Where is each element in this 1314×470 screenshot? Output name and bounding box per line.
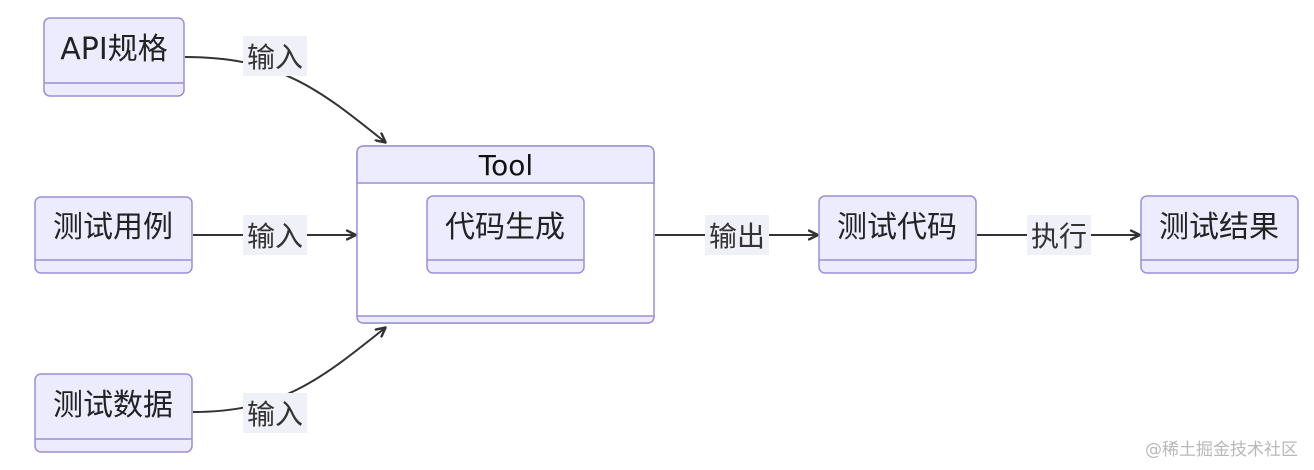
node-tool-title: Tool — [478, 149, 533, 182]
edge-label-output-text: 输出 — [709, 220, 765, 253]
edge-label-execute: 执行 — [1027, 215, 1091, 255]
node-test-case-label: 测试用例 — [53, 210, 173, 245]
edge-data-to-tool — [192, 328, 385, 413]
edge-label-data: 输入 — [243, 393, 307, 433]
edge-label-case-text: 输入 — [247, 220, 303, 253]
node-test-data-label: 测试数据 — [53, 388, 173, 423]
edge-label-case: 输入 — [243, 215, 307, 255]
edge-label-execute-text: 执行 — [1031, 220, 1087, 253]
edge-label-data-text: 输入 — [247, 398, 303, 431]
edge-api-to-tool — [184, 56, 385, 142]
node-test-result-label: 测试结果 — [1159, 210, 1279, 245]
node-api-spec: API规格 — [43, 17, 185, 97]
node-test-case: 测试用例 — [34, 196, 193, 274]
node-test-code: 测试代码 — [818, 195, 977, 274]
watermark: @稀土掘金技术社区 — [1145, 440, 1298, 460]
node-api-spec-label: API规格 — [60, 32, 167, 67]
node-test-code-label: 测试代码 — [837, 210, 957, 245]
edge-label-api: 输入 — [243, 36, 307, 76]
node-test-result: 测试结果 — [1140, 195, 1299, 274]
node-code-gen-label: 代码生成 — [445, 210, 565, 245]
edge-label-output: 输出 — [705, 215, 769, 255]
node-test-data: 测试数据 — [34, 373, 193, 453]
edge-label-api-text: 输入 — [247, 41, 303, 74]
node-code-gen: 代码生成 — [426, 195, 585, 274]
